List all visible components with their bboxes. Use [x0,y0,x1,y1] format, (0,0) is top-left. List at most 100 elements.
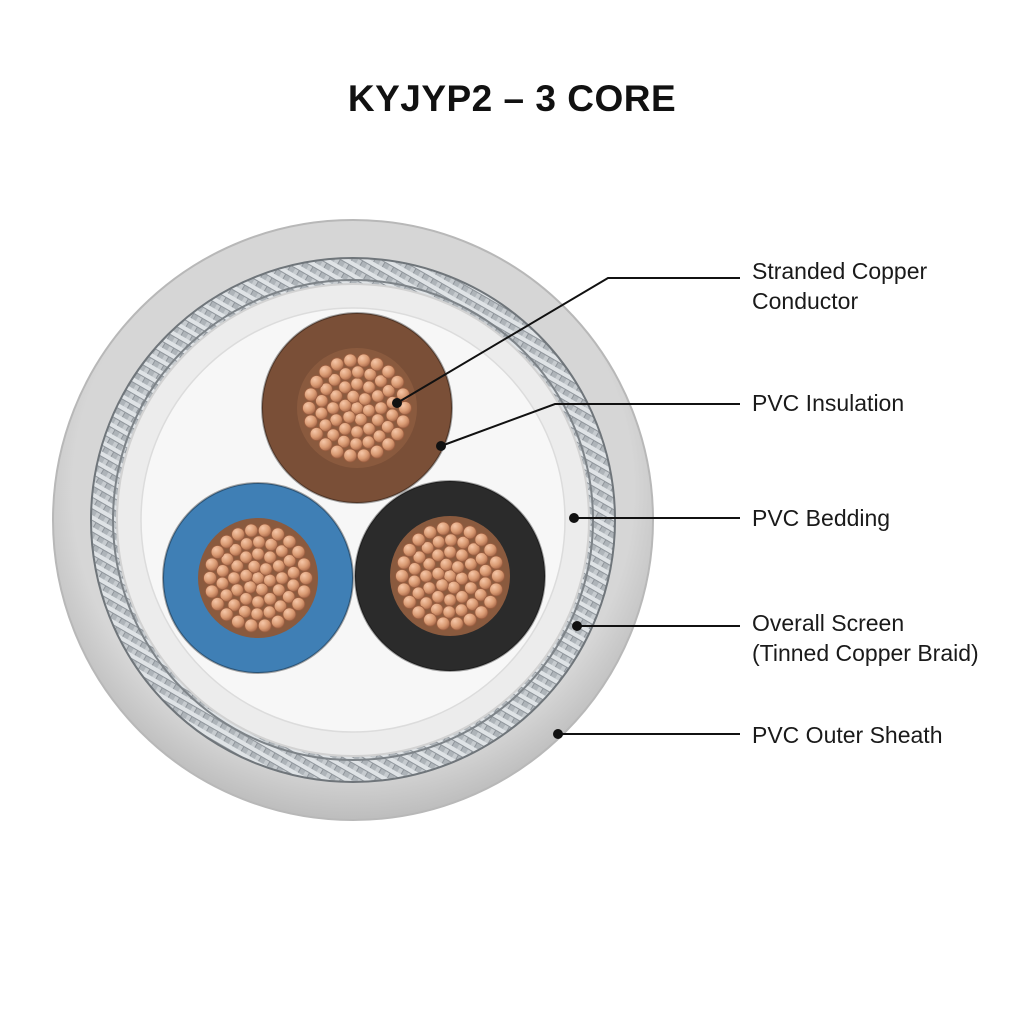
copper-strand [273,599,287,613]
copper-strand [350,425,364,439]
leader-screen [572,621,740,631]
copper-strand [272,559,286,573]
braid-inner-edge [112,279,594,761]
copper-strand [282,607,297,622]
copper-strand [338,422,352,436]
copper-strand [275,544,289,558]
copper-strand [411,605,426,620]
copper-strand [227,571,241,585]
copper-strand [318,418,332,432]
copper-strand [489,555,504,570]
copper-strand [351,365,365,379]
leader-sheath [553,729,740,739]
copper-strand [396,582,411,597]
copper-strand [215,576,229,590]
cores-group [162,312,546,674]
copper-strand [286,566,301,580]
copper-strand [465,597,479,611]
copper-strand [449,616,464,631]
copper-strand [275,571,289,585]
copper-strand [474,588,488,602]
copper-strand [350,377,364,391]
copper-strand [369,357,384,372]
copper-strand [381,420,395,434]
label-pvc-outer-sheath: PVC Outer Sheath [752,720,943,750]
copper-strand [230,583,244,597]
copper-strand [343,448,358,463]
copper-strand [420,541,435,555]
copper-strand [356,353,371,368]
copper-strand [396,555,411,570]
leader-dot [572,621,582,631]
copper-strand [238,604,252,619]
copper-strand [467,569,481,583]
leader-bedding [569,513,740,523]
copper-strand [372,429,386,443]
leader-conductor [392,277,740,408]
copper-strand [330,357,345,372]
label-overall-screen: Overall Screen (Tinned Copper Braid) [752,608,979,668]
leader-lines [392,277,740,739]
copper-strand [435,578,449,592]
diagram-title: KYJYP2 – 3 CORE [347,78,677,119]
copper-strand [252,535,266,549]
copper-strand [362,422,376,436]
copper-strand [257,523,272,538]
copper-strand [436,521,451,536]
copper-strand [326,428,340,442]
copper-strand [390,375,405,389]
copper-strand [489,582,504,597]
copper-strand [402,543,417,557]
copper-strand [390,427,405,441]
copper-strand [227,598,241,612]
copper-strand [337,434,351,449]
copper-strand [291,597,306,611]
leader-insulation [436,403,740,451]
copper-strand [443,593,457,607]
copper-strand [395,569,409,583]
copper-strand [204,557,219,572]
leader-dot [553,729,563,739]
leader-line [396,277,740,404]
copper-strand [231,527,246,542]
copper-strand [250,607,264,621]
copper-strand [369,444,384,459]
core-blue [162,482,354,674]
copper-strand [327,373,342,387]
copper-strand [210,597,225,611]
copper-strand [431,590,445,604]
copper-strand [467,542,481,556]
copper-strand [402,595,417,609]
leader-dot [436,441,446,451]
copper-strand [343,353,358,368]
copper-strand [263,592,277,606]
copper-strand [478,564,493,578]
copper-strand [319,382,333,396]
copper-strand [299,571,313,585]
copper-strand [239,550,253,564]
copper-strand [309,427,324,441]
copper-strand [411,532,426,547]
label-line: (Tinned Copper Braid) [752,640,979,666]
copper-strand [203,571,217,585]
copper-strand [349,437,363,451]
core-black [354,480,546,672]
copper-strand [329,389,343,403]
copper-strand [396,414,411,429]
copper-strand [315,394,329,408]
copper-strand [483,543,498,557]
copper-strand [464,557,478,571]
copper-strand [423,525,438,540]
copper-strand [371,413,385,427]
copper-strand [330,444,345,459]
leader-dot [392,398,402,408]
copper-strand [431,548,445,562]
copper-strand [314,406,328,420]
copper-strand [243,580,257,594]
core-brown [261,312,453,504]
copper-strand [381,437,396,452]
copper-strand [436,616,451,631]
copper-strand [309,375,324,389]
copper-strand [329,413,343,427]
